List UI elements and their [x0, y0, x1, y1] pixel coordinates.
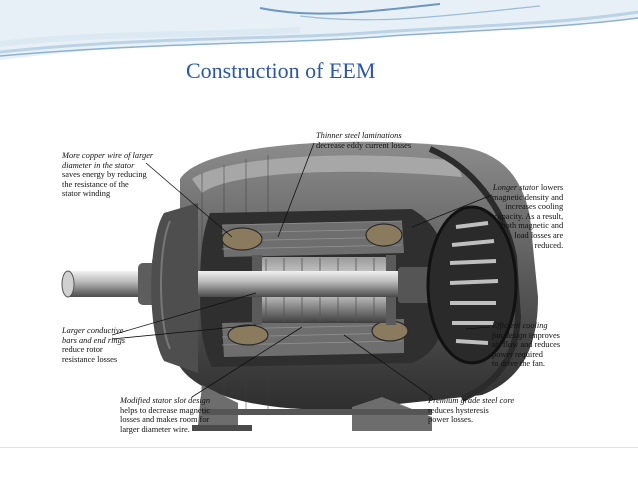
callout-cooling-fan: Efficient cooling fan design improves ai… [492, 321, 561, 369]
leader-laminations [277, 142, 315, 238]
slide-title: Construction of EEM [186, 58, 376, 83]
callout-steel-core: Premium grade steel core reduces hystere… [428, 396, 515, 425]
leader-cooling [465, 326, 491, 330]
callout-steel-laminations: Thinner steel laminations decrease eddy … [316, 131, 412, 150]
leader-copper [145, 162, 233, 238]
callout-copper-wire: More copper wire of larger diameter in t… [62, 151, 154, 199]
winding-upper-right [365, 223, 403, 247]
leader-bars-2 [111, 324, 257, 340]
header-wave-decoration [0, 0, 638, 60]
slide-bottom-rule [0, 447, 638, 448]
callout-longer-stator: Longer stator lowers magnetic density an… [492, 183, 564, 250]
callout-leader-lines [111, 142, 493, 398]
leader-bars [111, 292, 257, 336]
motor-base [192, 385, 432, 431]
callout-stator-slot: Modified stator slot design helps to dec… [120, 396, 211, 434]
leader-slot [191, 326, 303, 398]
leader-core [343, 334, 433, 398]
motor-cutaway-diagram [61, 141, 538, 431]
winding-upper-left [221, 227, 263, 251]
leader-stator [411, 194, 493, 228]
callout-conductive-bars: Larger conductive bars and end rings red… [62, 326, 126, 364]
cooling-fan [426, 205, 518, 365]
end-bell [151, 203, 198, 373]
winding-lower-left [227, 324, 269, 346]
